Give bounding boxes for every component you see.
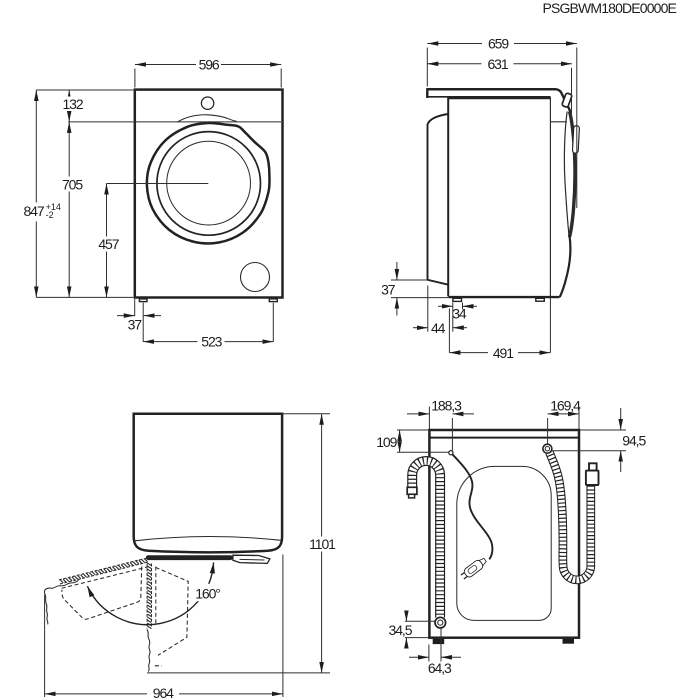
svg-text:705: 705 [62, 176, 83, 192]
svg-text:34,5: 34,5 [389, 622, 413, 638]
svg-text:169,4: 169,4 [550, 397, 581, 413]
svg-text:596: 596 [199, 57, 220, 73]
svg-text:1101: 1101 [309, 536, 336, 552]
svg-text:457: 457 [98, 236, 119, 252]
svg-text:37: 37 [381, 282, 396, 298]
svg-text:160°: 160° [195, 585, 220, 601]
svg-text:847: 847 [24, 203, 45, 219]
svg-text:491: 491 [493, 345, 514, 361]
svg-text:+14: +14 [46, 202, 61, 212]
svg-text:64,3: 64,3 [428, 660, 452, 676]
svg-text:94,5: 94,5 [622, 433, 646, 449]
svg-text:659: 659 [488, 36, 509, 52]
svg-text:-2: -2 [46, 210, 54, 220]
svg-text:188,3: 188,3 [431, 397, 462, 413]
svg-text:PSGBWM180DE0000E: PSGBWM180DE0000E [543, 0, 677, 16]
svg-text:34: 34 [452, 305, 467, 321]
svg-text:631: 631 [487, 56, 508, 72]
svg-text:109: 109 [376, 434, 397, 450]
svg-text:37: 37 [128, 316, 143, 332]
svg-text:44: 44 [431, 320, 446, 336]
svg-text:523: 523 [201, 334, 222, 350]
svg-text:132: 132 [62, 96, 83, 112]
svg-text:964: 964 [153, 685, 174, 700]
